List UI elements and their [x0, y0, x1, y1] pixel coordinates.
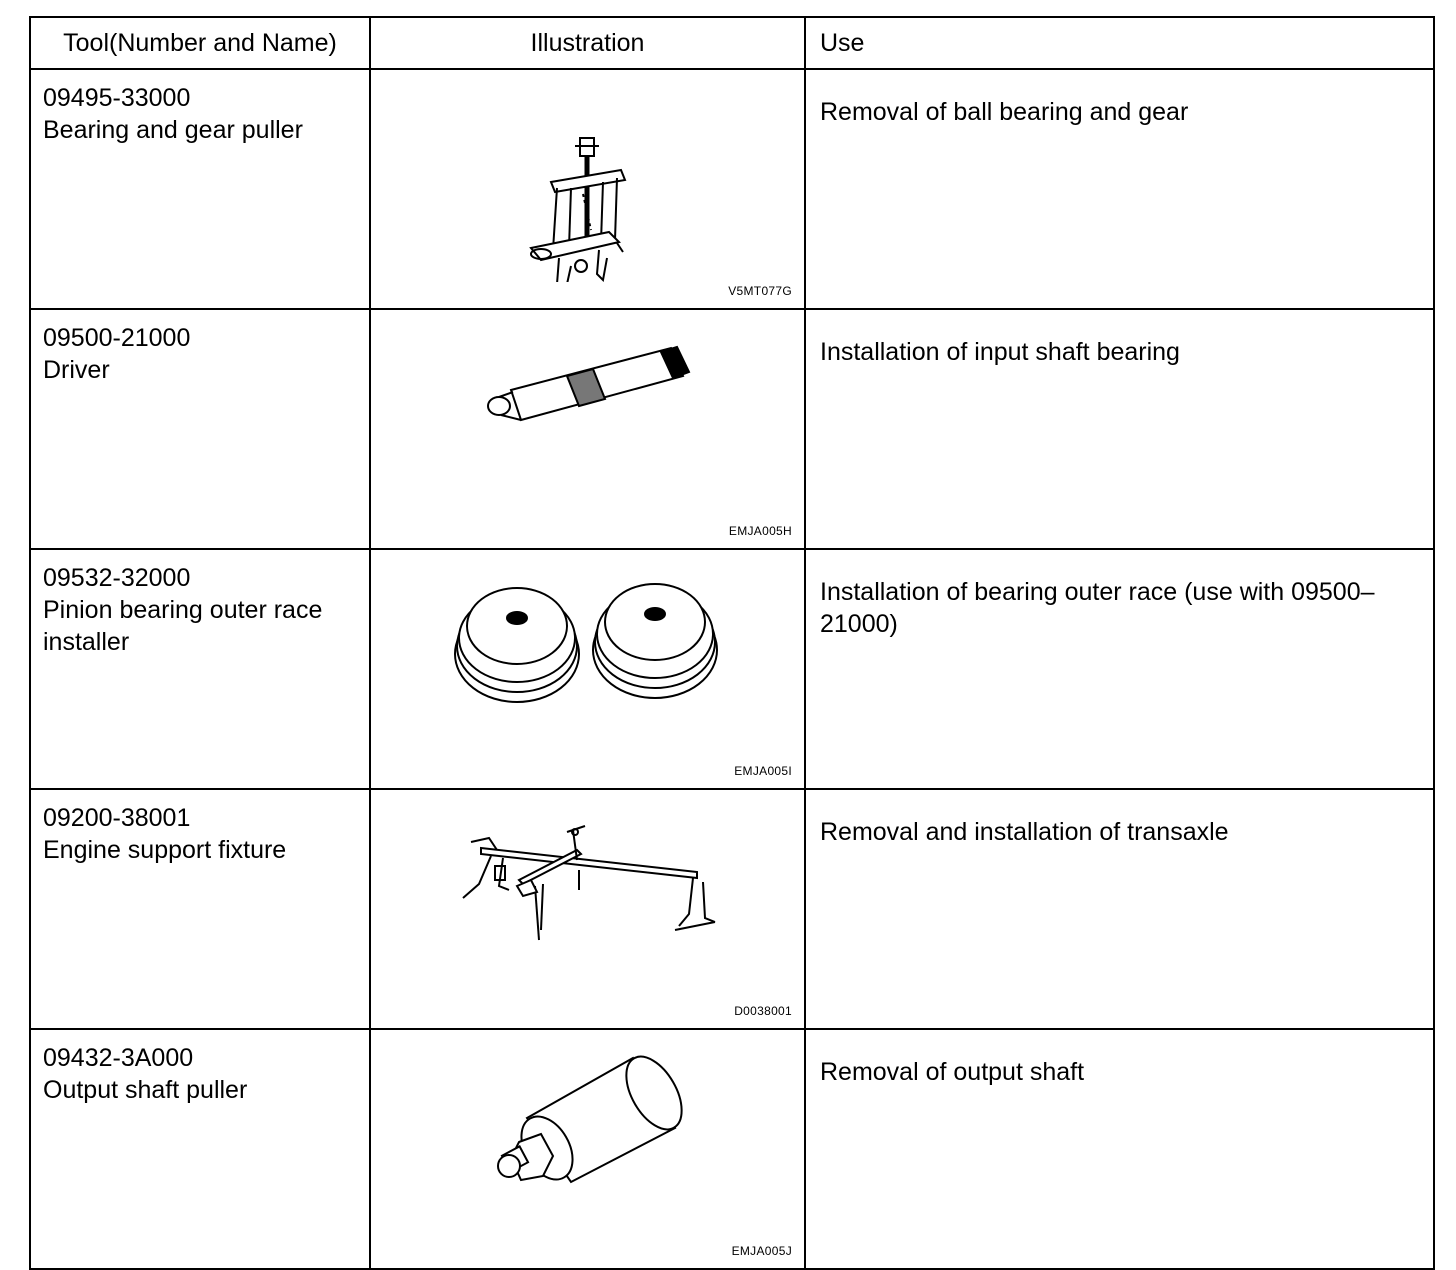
use-cell: Installation of input shaft bearing	[804, 308, 1435, 550]
header-illustration: Illustration	[369, 16, 806, 70]
illustration-cell: EMJA005I	[369, 548, 806, 790]
tool-cell: 09200-38001 Engine support fixture	[29, 788, 371, 1030]
tool-name: Pinion bearing outer race installer	[43, 596, 323, 656]
bearing-gear-puller-icon	[529, 137, 627, 282]
header-use: Use	[804, 16, 1435, 70]
tool-cell: 09495-33000 Bearing and gear puller	[29, 68, 371, 310]
illustration-code: EMJA005I	[734, 764, 792, 778]
header-tool: Tool(Number and Name)	[29, 16, 371, 70]
use-cell: Removal of output shaft	[804, 1028, 1435, 1270]
tool-name: Output shaft puller	[43, 1076, 248, 1104]
illustration-cell: D0038001	[369, 788, 806, 1030]
tool-cell: 09532-32000 Pinion bearing outer race in…	[29, 548, 371, 790]
table-row: 09495-33000 Bearing and gear puller	[29, 68, 1435, 310]
use-cell: Removal of ball bearing and gear	[804, 68, 1435, 310]
race-installer-icon	[454, 583, 718, 703]
use-cell: Installation of bearing outer race (use …	[804, 548, 1435, 790]
table-row: 09532-32000 Pinion bearing outer race in…	[29, 548, 1435, 790]
table-row: 09200-38001 Engine support fixture	[29, 788, 1435, 1030]
table-row: 09432-3A000 Output shaft puller EMJA005J	[29, 1028, 1435, 1270]
use-cell: Removal and installation of transaxle	[804, 788, 1435, 1030]
illustration-code: EMJA005J	[731, 1244, 792, 1258]
tool-number: 09500-21000	[43, 324, 191, 352]
illustration-code: D0038001	[734, 1004, 792, 1018]
engine-support-fixture-icon	[462, 825, 716, 941]
illustration-cell: EMJA005H	[369, 308, 806, 550]
tool-cell: 09432-3A000 Output shaft puller	[29, 1028, 371, 1270]
tool-cell: 09500-21000 Driver	[29, 308, 371, 550]
special-tools-table: Tool(Number and Name) Illustration Use 0…	[29, 16, 1435, 1270]
output-shaft-puller-icon	[497, 1055, 683, 1184]
illustration-code: EMJA005H	[728, 524, 792, 538]
tool-name: Driver	[43, 356, 110, 384]
tool-number: 09432-3A000	[43, 1044, 194, 1072]
tool-number: 09495-33000	[43, 84, 191, 112]
tool-number: 09532-32000	[43, 564, 191, 592]
tool-name: Engine support fixture	[43, 836, 287, 864]
illustration-code: V5MT077G	[728, 284, 792, 298]
driver-icon	[487, 345, 691, 422]
table-row: 09500-21000 Driver EMJA005H I	[29, 308, 1435, 550]
illustration-cell: EMJA005J	[369, 1028, 806, 1270]
header-row: Tool(Number and Name) Illustration Use	[29, 16, 1435, 70]
tool-number: 09200-38001	[43, 804, 191, 832]
tool-name: Bearing and gear puller	[43, 116, 303, 144]
illustration-cell: V5MT077G	[369, 68, 806, 310]
